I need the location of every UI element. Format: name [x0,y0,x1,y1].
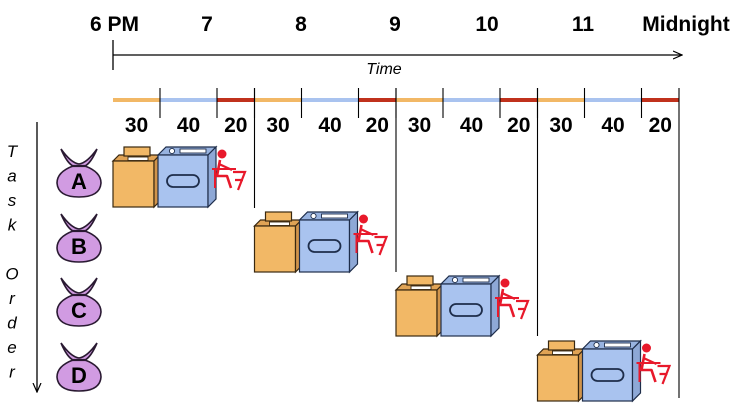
duration-label: 40 [601,114,624,137]
washer-icon [111,146,162,209]
hour-label-11: 11 [572,13,595,36]
duration-label: 40 [177,114,200,137]
dryer-icon [298,210,359,274]
dryer-icon [581,339,642,403]
order-char: d [7,314,17,333]
dryer-icon [439,274,501,338]
order-char: r [9,289,16,308]
laundry-bag-icon: B [56,213,102,263]
hour-labels: 6 PM 7 8 9 10 11 Midnight [90,13,730,36]
duration-label: 40 [460,114,483,137]
laundry-bag-icon: A [56,148,102,198]
washer-icon [394,275,445,338]
bag-label: B [71,234,87,259]
washer-icon [536,340,586,403]
duration-label: 40 [318,114,341,137]
order-char: s [8,191,17,210]
duration-label: 20 [366,114,389,137]
task-row-a [111,145,247,209]
washer-icon [253,211,303,274]
laundry-bag-icon: C [56,277,102,327]
order-char: e [7,338,16,357]
hour-label-10: 10 [475,13,498,36]
task-row-d [536,339,672,403]
hour-label-8: 8 [295,13,307,36]
duration-label: 20 [224,114,247,137]
bag-label: A [71,169,87,194]
order-char: a [7,167,16,186]
task-row-b [253,210,389,274]
order-char: k [8,216,18,235]
duration-label: 30 [266,114,289,137]
duration-label: 20 [507,114,530,137]
laundry-bags: A B C D [56,148,102,392]
person-folding-icon [353,214,389,256]
dryer-icon [156,145,218,209]
stage-durations: 30 40 20 30 40 20 30 40 20 30 40 20 [125,114,672,137]
person-folding-icon [636,343,672,385]
hour-label-6pm: 6 PM [90,13,139,36]
duration-label: 30 [549,114,572,137]
task-row-c [394,274,530,338]
hour-label-9: 9 [389,13,401,36]
stage-dividers [159,88,680,398]
duration-label: 20 [649,114,672,137]
hour-label-midnight: Midnight [642,13,729,36]
duration-label: 30 [408,114,431,137]
person-folding-icon [495,278,530,320]
time-axis-title: Time [366,61,402,78]
person-folding-icon [212,149,247,191]
task-rows [111,145,672,403]
hour-label-7: 7 [201,13,213,36]
duration-label: 30 [125,114,148,137]
order-char: r [9,363,16,382]
bag-label: D [71,363,87,388]
bag-label: C [71,298,87,323]
order-char: T [7,142,19,161]
laundry-bag-icon: D [56,342,102,392]
order-char: O [5,265,18,284]
